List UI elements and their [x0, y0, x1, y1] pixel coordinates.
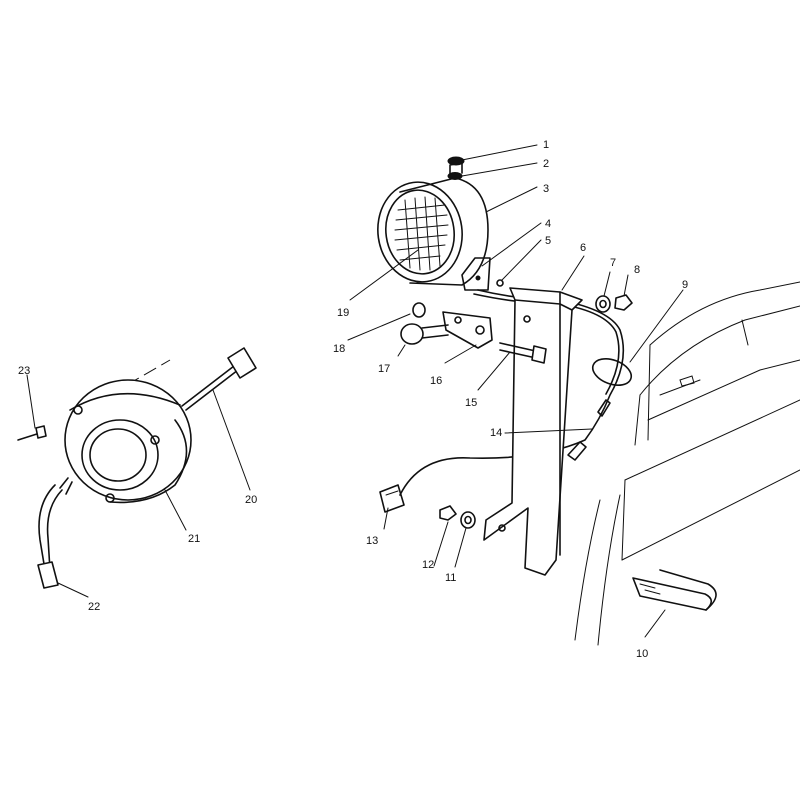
callout-16: 16 [430, 375, 442, 387]
callout-15: 15 [465, 397, 477, 409]
callout-22: 22 [88, 601, 100, 613]
callout-7: 7 [610, 257, 616, 269]
callout-3: 3 [543, 183, 549, 195]
callout-21: 21 [188, 533, 200, 545]
callout-5: 5 [545, 235, 551, 247]
lamp-grid [394, 196, 449, 271]
u-bolt [632, 569, 717, 611]
callout-10: 10 [636, 648, 648, 660]
callout-1: 1 [543, 139, 549, 151]
callout-6: 6 [580, 242, 586, 254]
work-lamp [377, 156, 504, 291]
vehicle-body [574, 281, 800, 646]
left-lamp [17, 347, 257, 589]
callout-14: 14 [490, 427, 502, 439]
leader-lines [26, 144, 684, 638]
callout-23: 23 [18, 365, 30, 377]
callout-4: 4 [545, 218, 551, 230]
callout-17: 17 [378, 363, 390, 375]
callout-20: 20 [245, 494, 257, 506]
callout-labels: 1 2 3 4 5 6 7 8 9 10 11 12 13 14 15 16 1… [18, 139, 688, 660]
wiring-harness [379, 289, 633, 513]
callout-8: 8 [634, 264, 640, 276]
callout-19: 19 [337, 307, 349, 319]
callout-13: 13 [366, 535, 378, 547]
callout-12: 12 [422, 559, 434, 571]
callout-11: 11 [445, 572, 456, 584]
callout-9: 9 [682, 279, 688, 291]
callout-2: 2 [543, 158, 549, 170]
callout-18: 18 [333, 343, 345, 355]
